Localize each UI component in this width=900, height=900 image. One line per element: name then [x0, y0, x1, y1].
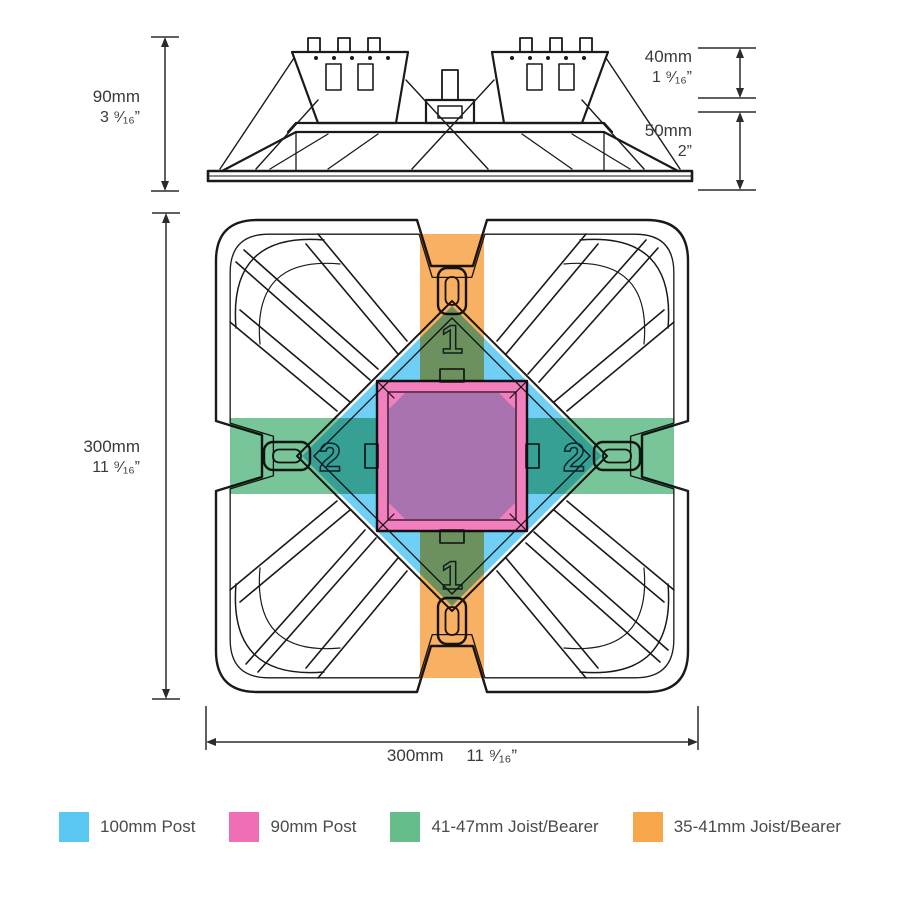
dimension-line-300mm-horizontal — [205, 706, 699, 750]
arrowheads — [162, 213, 170, 699]
legend-item-100mm-post: 100mm Post — [59, 812, 195, 842]
overlay-post-100-right — [527, 381, 602, 531]
legend-label-41-47mm-joist: 41-47mm Joist/Bearer — [431, 817, 599, 836]
dim-90mm-label: 90mm 3 ⁹⁄₁₆” — [55, 86, 140, 129]
overlays — [230, 234, 674, 678]
center-block — [424, 98, 476, 125]
left-wing — [290, 50, 410, 125]
wing-slots — [325, 63, 575, 91]
wing-rivets — [314, 56, 586, 60]
legend-label-90mm-post: 90mm Post — [270, 817, 357, 836]
legend-item-90mm-post: 90mm Post — [229, 812, 356, 842]
overlay-post-overlap — [389, 393, 515, 519]
plan-view-drawing: 1 1 2 2 — [214, 218, 690, 694]
legend-label-35-41mm-joist: 35-41mm Joist/Bearer — [673, 817, 841, 836]
base-skirt — [220, 130, 680, 173]
ribs-se — [496, 500, 675, 679]
dim-300h-imperial: 11 ⁹⁄₁₆” — [466, 746, 518, 765]
legend-swatch-35-41mm-joist — [632, 812, 663, 842]
legend-item-35-41mm-joist: 35-41mm Joist/Bearer — [632, 812, 841, 842]
legend-item-41-47mm-joist: 41-47mm Joist/Bearer — [390, 812, 599, 842]
arrowheads — [206, 738, 698, 746]
dim-90mm-imperial: 3 ⁹⁄₁₆” — [99, 109, 140, 127]
ribs-nw — [229, 233, 408, 412]
dimension-line-40mm-50mm — [698, 47, 756, 191]
dim-40mm-metric: 40mm — [644, 47, 692, 66]
right-wing — [490, 50, 610, 125]
dim-300h-metric: 300mm — [386, 746, 444, 765]
legend-swatch-90mm-post — [229, 812, 260, 842]
ribs-ne — [496, 233, 675, 412]
center-stem — [441, 69, 459, 101]
plan-outline-inner — [229, 233, 675, 679]
overlay-post-100-bottom — [377, 531, 527, 606]
wing-tabs — [307, 37, 593, 53]
legend-swatch-41-47mm-joist — [390, 812, 421, 842]
legend-swatch-100mm-post — [59, 812, 90, 842]
arrowheads — [161, 37, 169, 191]
arrowheads — [736, 48, 744, 190]
dim-40mm-imperial: 1 ⁹⁄₁₆” — [651, 69, 692, 87]
dim-50mm-metric: 50mm — [644, 121, 692, 140]
side-view-drawing — [206, 37, 694, 183]
ribs-sw — [229, 500, 408, 679]
braces — [219, 57, 681, 170]
overlay-post-100-top — [377, 306, 527, 381]
plan-outline — [214, 218, 690, 694]
legend-label-100mm-post: 100mm Post — [100, 817, 196, 836]
dim-50mm-label: 50mm 2” — [618, 120, 692, 163]
skirt-ribs — [269, 131, 631, 172]
legend: 100mm Post 90mm Post 41-47mm Joist/Beare… — [0, 812, 900, 842]
dim-300v-imperial: 11 ⁹⁄₁₆” — [92, 459, 140, 477]
dimension-line-90mm — [151, 36, 179, 192]
dim-40mm-label: 40mm 1 ⁹⁄₁₆” — [618, 46, 692, 89]
dim-300v-metric: 300mm — [83, 437, 140, 456]
dim-300mm-horizontal-label: 300mm 11 ⁹⁄₁₆” — [202, 746, 702, 766]
dim-50mm-imperial: 2” — [677, 143, 692, 161]
dim-90mm-metric: 90mm — [92, 87, 140, 106]
dim-300mm-vertical-label: 300mm 11 ⁹⁄₁₆” — [48, 436, 140, 479]
overlay-post-100-left — [302, 381, 377, 531]
dimension-line-300mm-vertical — [152, 212, 180, 700]
